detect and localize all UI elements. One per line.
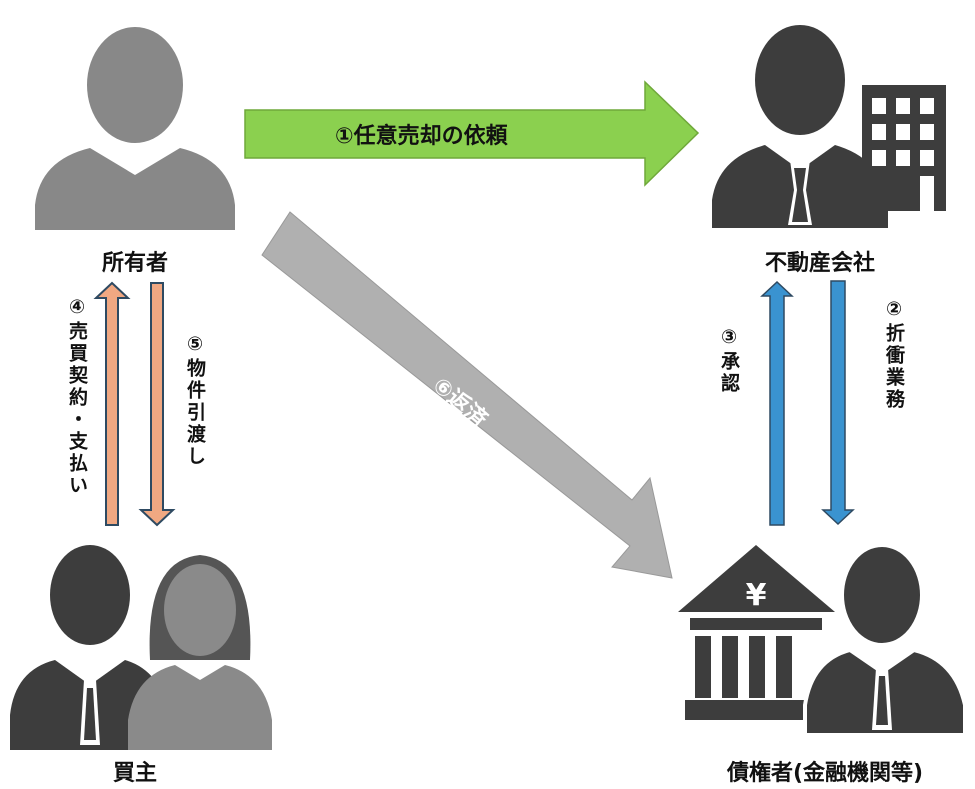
- approval-arrow: [760, 280, 794, 526]
- building-icon: [862, 85, 946, 211]
- step5-label: ⑤物件引渡し: [184, 333, 206, 468]
- step3-label: ③承認: [718, 326, 740, 395]
- bank-icon: [678, 545, 835, 720]
- creditor-label: 債権者(金融機関等): [726, 761, 924, 786]
- agency-label: 不動産会社: [764, 251, 876, 276]
- buyer-woman-icon: [128, 555, 272, 750]
- handover-arrow: [138, 282, 176, 527]
- contract-payment-arrow: [93, 281, 131, 526]
- request-arrow: [244, 80, 700, 187]
- buyer-label: 買主: [112, 761, 158, 786]
- repayment-arrow: [261, 211, 673, 579]
- step4-label: ④売買契約・支払い: [66, 296, 88, 497]
- buyer-man-icon: [10, 545, 170, 750]
- negotiation-arrow: [821, 280, 855, 526]
- creditor-person-icon: [803, 543, 967, 737]
- step1-label: ①任意売却の依頼: [335, 124, 508, 149]
- step2-label: ②折衝業務: [883, 298, 905, 411]
- yen-icon: ¥: [746, 578, 767, 613]
- owner-label: 所有者: [101, 251, 169, 276]
- agency-person-icon: [712, 25, 888, 228]
- owner-person-icon: [35, 27, 235, 230]
